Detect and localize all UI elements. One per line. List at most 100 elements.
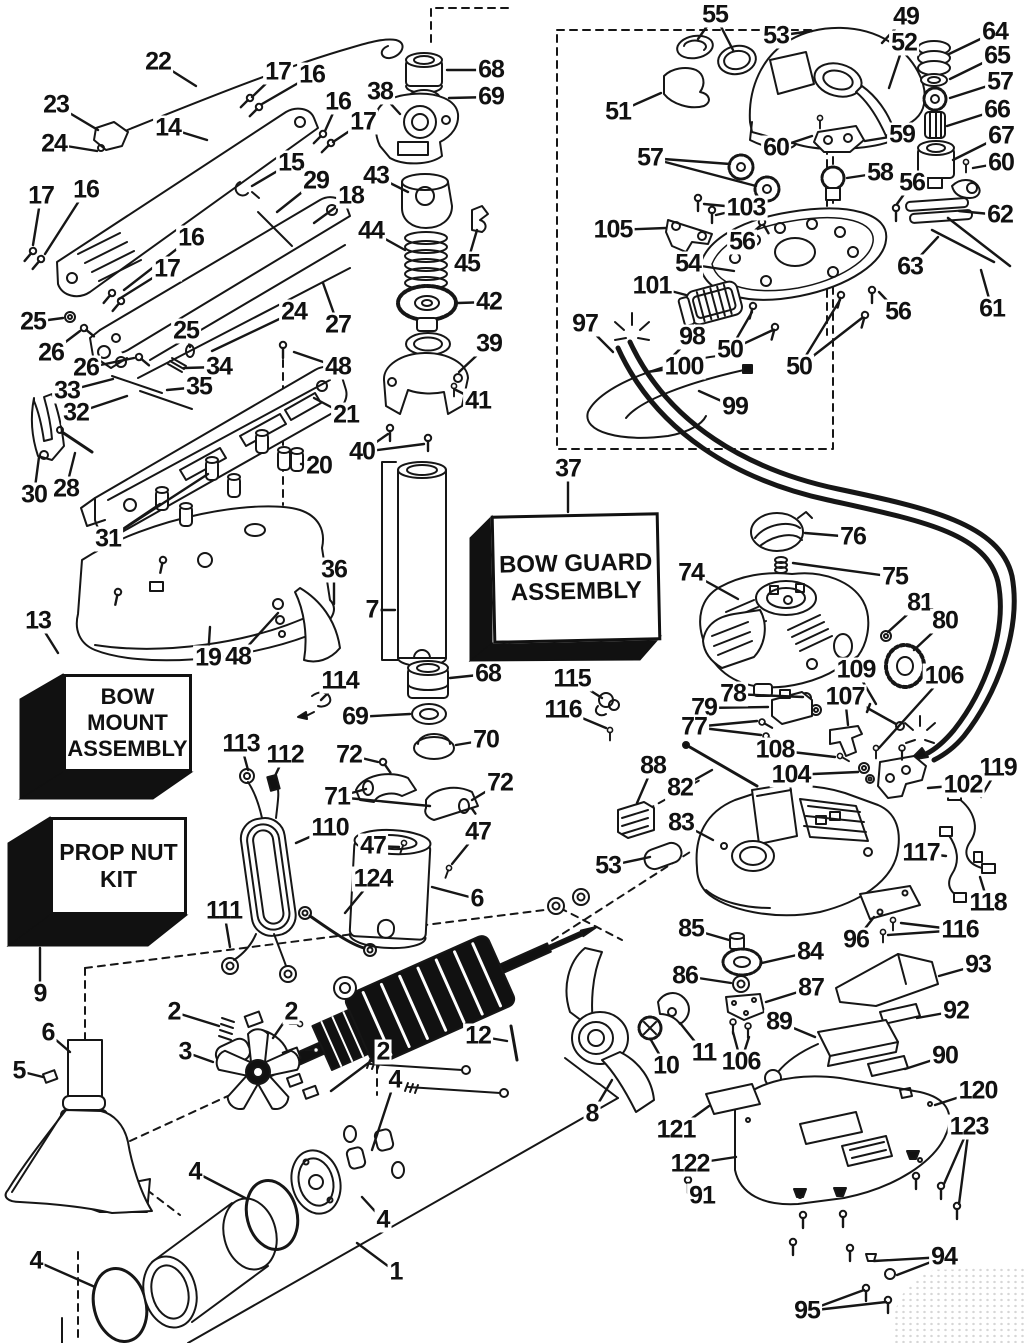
leader-line-11 — [678, 1021, 706, 1055]
leader-line-116 — [886, 928, 962, 937]
bow-mount-line3: ASSEMBLY — [67, 735, 188, 761]
leader-line-2 — [172, 1010, 221, 1028]
leader-line-17 — [31, 194, 43, 247]
leader-line-55 — [713, 13, 735, 52]
leader-line-47 — [450, 830, 480, 866]
motor-cover — [699, 511, 936, 784]
leader-line-42 — [456, 300, 491, 305]
bow-guard-line1: BOW GUARD — [498, 548, 653, 579]
leader-line-105 — [611, 226, 668, 232]
leader-line-88 — [635, 764, 655, 805]
leader-line-98 — [666, 335, 694, 363]
leader-line-27 — [321, 281, 340, 327]
leader-line-26 — [49, 329, 82, 355]
leader-line-77 — [692, 719, 759, 729]
leader-line-56 — [895, 181, 914, 206]
leader-line-81 — [886, 601, 922, 634]
leader-line-51 — [616, 91, 663, 114]
leader-line-106 — [739, 1035, 751, 1064]
impeller — [215, 1028, 301, 1111]
leader-line-2 — [329, 1050, 385, 1093]
leader-line-33 — [65, 377, 115, 393]
leader-line-90 — [903, 1054, 947, 1071]
leader-line-113 — [239, 742, 250, 772]
leader-line-101 — [650, 284, 688, 297]
bottom-plate-hardware — [678, 885, 962, 1315]
leader-line-57 — [648, 156, 758, 188]
leader-line-24 — [52, 142, 99, 153]
leader-line-91 — [688, 1183, 704, 1198]
leader-line-108 — [773, 748, 837, 759]
leader-line-106 — [731, 1030, 743, 1064]
leader-line-112 — [272, 753, 287, 780]
leader-line-49 — [880, 15, 908, 45]
leader-line-110 — [294, 826, 332, 845]
leader-line-4 — [360, 1195, 385, 1222]
leader-line-115 — [570, 677, 604, 700]
steering-column-parts — [374, 52, 489, 453]
leader-line-53 — [606, 855, 652, 868]
bow-mount-line2: MOUNT — [87, 710, 168, 736]
leader-line-4 — [34, 1259, 97, 1289]
column-tube-and-bearings — [355, 461, 620, 821]
leader-line-76 — [803, 531, 855, 539]
leader-line-50 — [797, 316, 864, 369]
leader-line-55 — [696, 13, 717, 41]
leader-line-71 — [335, 795, 432, 808]
leader-line-30 — [32, 455, 41, 497]
leader-line-63 — [908, 235, 940, 269]
leader-line-116 — [561, 708, 608, 730]
leader-line-92 — [915, 1009, 958, 1020]
leader-line-3 — [183, 1050, 215, 1064]
leader-line-32 — [74, 394, 129, 415]
kit-box-flaps — [6, 514, 663, 947]
leader-line-39 — [457, 342, 491, 374]
leader-line-10 — [649, 1038, 668, 1068]
foot-pedal — [617, 741, 996, 917]
leader-line-44 — [369, 229, 407, 252]
leader-line-103 — [714, 206, 748, 217]
leader-line-64 — [947, 30, 997, 56]
leader-line-122 — [688, 1155, 738, 1166]
leader-line-84 — [760, 950, 812, 965]
paper-speckle-artifact — [893, 1267, 1024, 1343]
leader-line-56 — [877, 290, 900, 314]
bow-guard-line2: ASSEMBLY — [510, 576, 643, 607]
leader-line-68 — [448, 672, 490, 680]
prop-nut-line2: KIT — [99, 866, 138, 892]
prop-nut-kit-box: PROP NUT KIT — [50, 817, 187, 915]
bow-guard-assembly-box: BOW GUARD ASSEMBLY — [490, 512, 662, 644]
leader-line-79 — [702, 705, 770, 710]
propeller-and-prop-nut — [509, 932, 765, 1113]
leader-line-118 — [978, 875, 990, 905]
leader-line-75 — [791, 561, 897, 579]
leader-line-120 — [933, 1089, 980, 1107]
leader-line-5 — [17, 1069, 45, 1079]
nose-cone-and-fin — [4, 1039, 153, 1214]
leader-line-107 — [843, 695, 850, 727]
leader-line-34 — [182, 365, 221, 370]
leader-line-80 — [912, 619, 947, 652]
leader-line-85 — [689, 927, 731, 942]
leader-line-16 — [43, 188, 88, 256]
leader-line-66 — [945, 108, 999, 128]
leader-line-117 — [919, 851, 948, 858]
leader-line-93 — [937, 963, 980, 978]
leader-line-65 — [948, 54, 999, 81]
leader-line-99 — [697, 389, 737, 409]
leader-line-48 — [292, 350, 340, 369]
leader-line-1 — [355, 1241, 398, 1274]
leader-line-72 — [470, 781, 502, 802]
leader-line-97 — [583, 322, 615, 354]
leader-line-86 — [683, 974, 733, 985]
leader-line-69 — [447, 95, 493, 100]
leader-line-17 — [331, 120, 365, 144]
leader-line-4 — [193, 1170, 249, 1201]
leader-line-28 — [64, 451, 77, 491]
leader-line-104 — [789, 770, 860, 777]
bow-mount-line1: BOW — [100, 684, 155, 710]
leader-line-87 — [764, 986, 813, 1004]
wiring-harness — [221, 691, 377, 983]
